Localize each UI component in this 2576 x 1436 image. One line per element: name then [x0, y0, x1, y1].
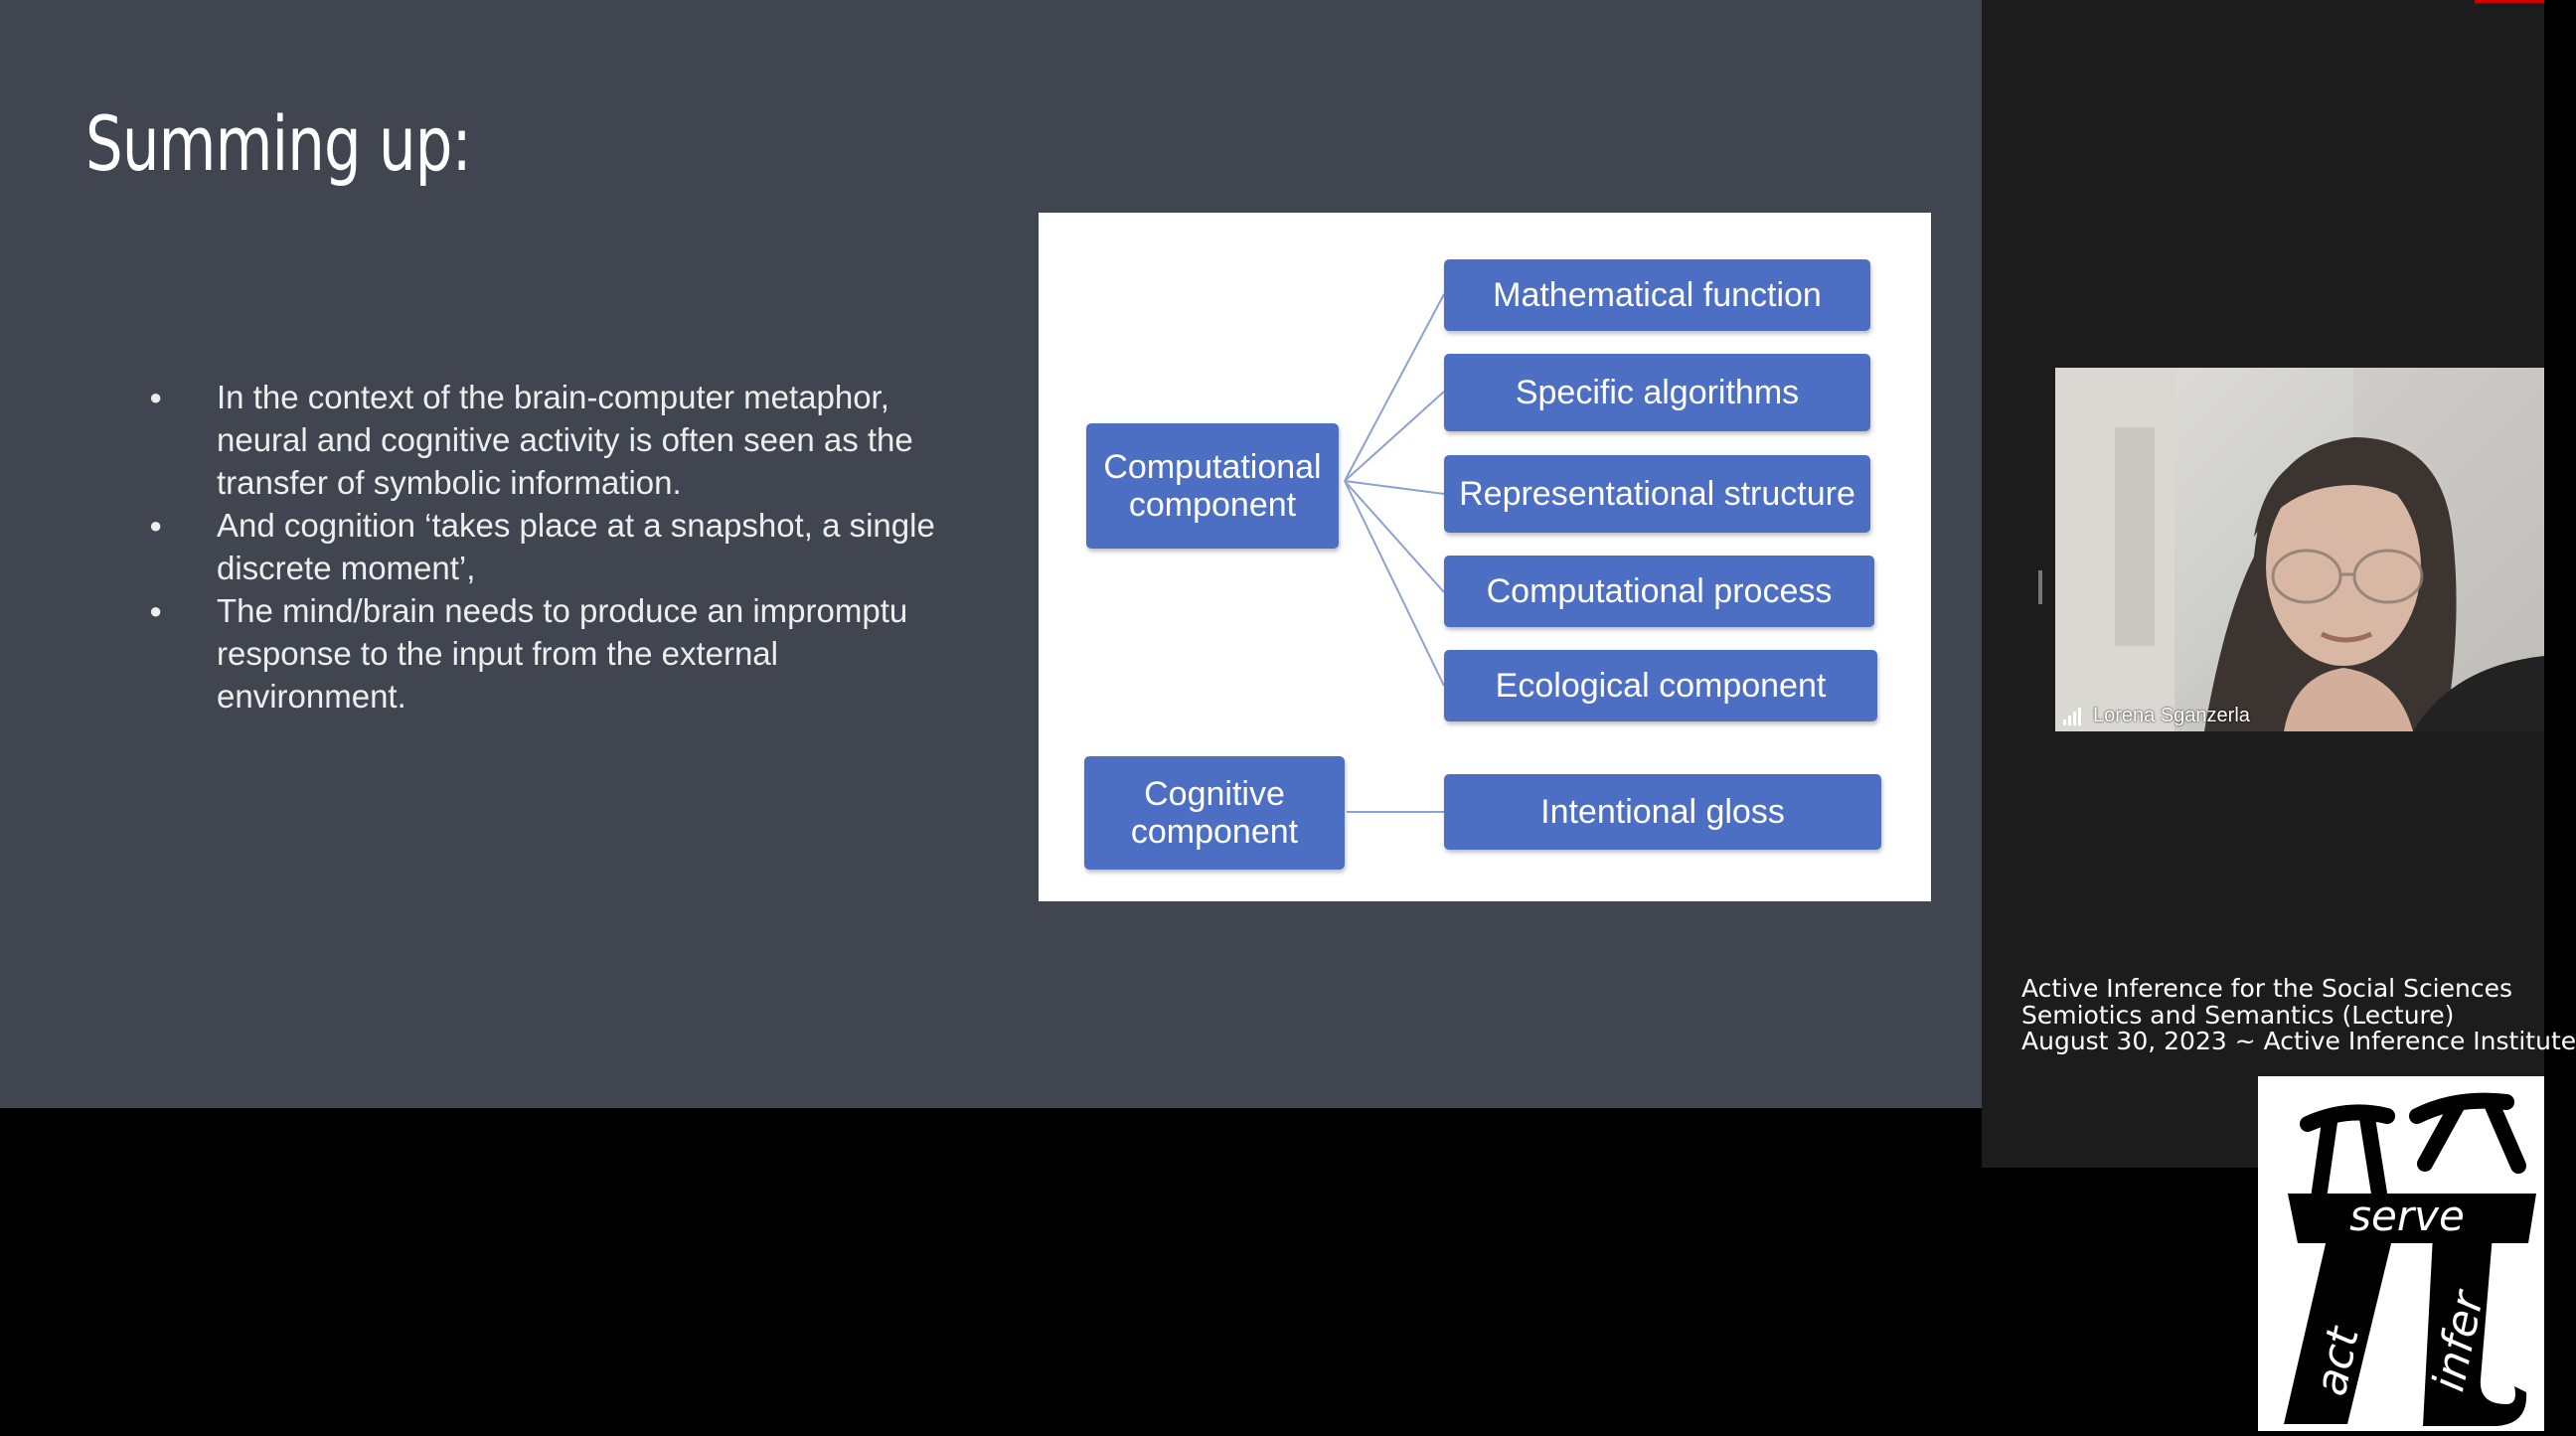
box-label: Mathematical function	[1493, 276, 1822, 314]
speaker-video-image	[2055, 368, 2544, 731]
stream-caption: Active Inference for the Social Sciences…	[2021, 974, 2576, 1055]
mathematical-function-box: Mathematical function	[1444, 259, 1870, 331]
caption-line: Semiotics and Semantics (Lecture)	[2021, 1000, 2455, 1030]
connector-line	[1344, 480, 1445, 593]
resize-handle[interactable]	[2038, 570, 2042, 604]
box-label: Representational structure	[1459, 475, 1855, 513]
active-inference-logo: serve act infer	[2258, 1076, 2544, 1431]
bullet-item: The mind/brain needs to produce an impro…	[149, 589, 964, 718]
computational-process-box: Computational process	[1444, 556, 1874, 627]
presentation-slide: Summing up: In the context of the brain-…	[0, 0, 1982, 1108]
connector-line	[1344, 480, 1445, 687]
caption-line: August 30, 2023 ~ Active Inference Insti…	[2021, 1027, 2576, 1055]
box-label: Computational process	[1486, 572, 1833, 610]
caption-line: Active Inference for the Social Sciences	[2021, 974, 2513, 1003]
ecological-component-box: Ecological component	[1444, 650, 1877, 721]
speaker-name-text: Lorena Sganzerla	[2093, 705, 2250, 726]
box-label: Computational component	[1103, 448, 1322, 524]
connector-line	[1344, 293, 1445, 482]
logo-word-serve: serve	[2349, 1192, 2465, 1240]
box-label: Specific algorithms	[1515, 374, 1800, 411]
specific-algorithms-box: Specific algorithms	[1444, 354, 1870, 431]
diagram-panel: Computational component Cognitive compon…	[1039, 213, 1931, 901]
computational-component-box: Computational component	[1086, 423, 1339, 549]
recording-indicator	[2475, 0, 2544, 3]
bullet-item: And cognition ‘takes place at a snapshot…	[149, 504, 964, 589]
connector-line	[1344, 391, 1445, 482]
connector-line	[1344, 480, 1445, 495]
box-label: Cognitive component	[1130, 775, 1299, 851]
cognitive-component-box: Cognitive component	[1084, 756, 1345, 870]
signal-strength-icon	[2063, 707, 2081, 725]
box-label: Intentional gloss	[1540, 793, 1785, 831]
diagram-connectors	[1344, 293, 1445, 813]
logo-graphic: serve act infer	[2284, 1092, 2536, 1426]
bullet-list: In the context of the brain-computer met…	[149, 376, 964, 718]
intentional-gloss-box: Intentional gloss	[1444, 774, 1881, 850]
box-label: Ecological component	[1495, 667, 1827, 705]
representational-structure-box: Representational structure	[1444, 455, 1870, 533]
speaker-video-tile[interactable]: Lorena Sganzerla	[2055, 368, 2544, 731]
slide-title: Summing up:	[85, 99, 472, 188]
speaker-name-label: Lorena Sganzerla	[2063, 705, 2250, 727]
bullet-item: In the context of the brain-computer met…	[149, 376, 964, 504]
